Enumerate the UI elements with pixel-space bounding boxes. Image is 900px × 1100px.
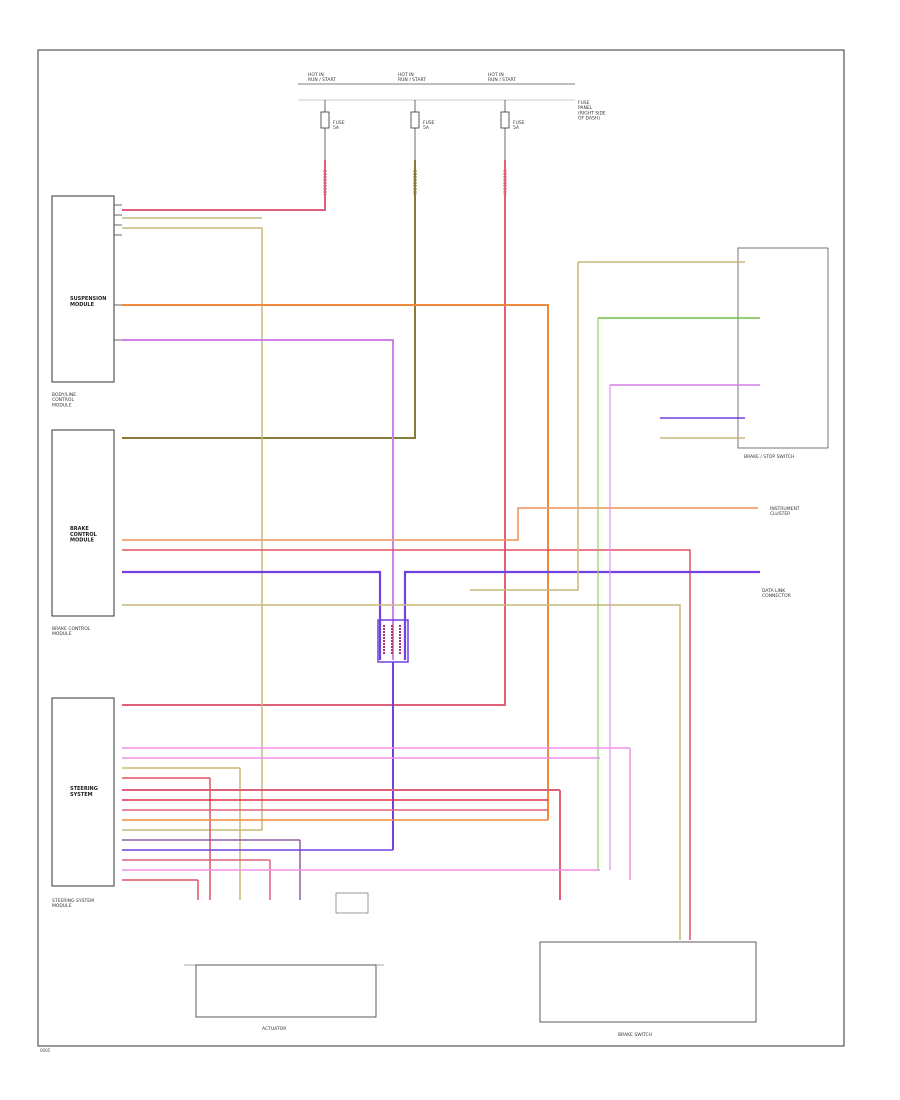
wire-m2-red [122, 549, 691, 940]
junction-block [377, 619, 409, 850]
wire-m3-bundle [122, 747, 631, 900]
brake-switch-assembly: BRAKE / STOP SWITCH [470, 247, 829, 870]
wire-m1-pink-violet [122, 339, 394, 660]
footer-code: 0005 [40, 1048, 51, 1053]
wire-m2-orange [122, 507, 758, 541]
switch-right: BRAKE SWITCH [539, 941, 757, 1038]
actuator-left: ACTUATOR [184, 892, 384, 1032]
wire-fuse-c-feed [122, 160, 507, 706]
module-1-pins [114, 204, 122, 341]
switch-right-label: BRAKE SWITCH [618, 1032, 652, 1038]
wire-m1-tan-2 [122, 227, 263, 831]
wire-fuse-a-feed [122, 160, 327, 211]
wire-m2-tan [122, 604, 681, 940]
brake-switch-ref: BRAKE / STOP SWITCH [744, 454, 794, 460]
actuator-left-label: ACTUATOR [262, 1026, 286, 1032]
wire-fuse-b-feed [122, 160, 417, 439]
wire-m2-violet [122, 570, 760, 660]
diagram-frame [37, 49, 845, 1047]
wire-m1-orange [122, 304, 549, 820]
